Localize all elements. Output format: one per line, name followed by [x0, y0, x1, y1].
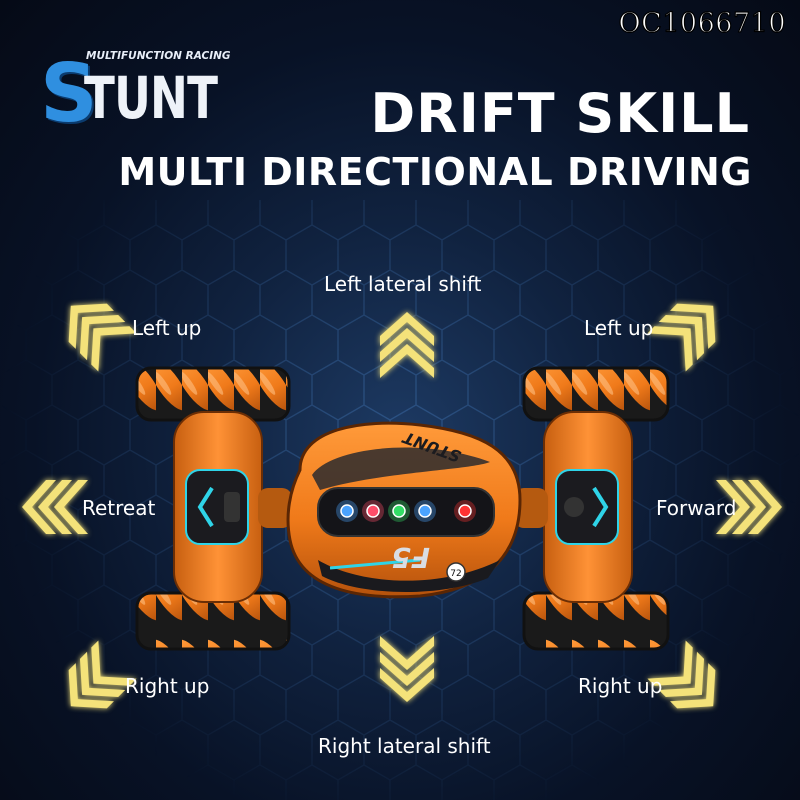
subheadline: MULTI DIRECTIONAL DRIVING — [118, 150, 752, 194]
product-code: OC1066710 — [618, 7, 786, 39]
left-arm — [173, 411, 292, 603]
label-right-up-left: Right up — [125, 674, 210, 698]
label-retreat: Retreat — [82, 496, 156, 520]
label-left-up-left: Left up — [132, 316, 202, 340]
led-light — [340, 504, 354, 518]
label-right-up-right: Right up — [578, 674, 663, 698]
headline: DRIFT SKILL — [370, 82, 750, 145]
led-light — [458, 504, 472, 518]
label-left-lateral-shift: Left lateral shift — [324, 272, 482, 296]
led-light — [366, 504, 380, 518]
logo-subtitle: MULTIFUNCTION RACING — [86, 50, 231, 62]
label-right-lateral-shift: Right lateral shift — [318, 734, 491, 758]
right-arm — [514, 411, 633, 603]
led-lights — [336, 500, 476, 522]
car-model-label: F5 — [391, 541, 430, 574]
car-badge-label: 72 — [450, 569, 461, 579]
mecanum-wheels — [135, 366, 670, 651]
logo-initial: S — [40, 47, 98, 140]
led-light — [392, 504, 406, 518]
led-light — [418, 504, 432, 518]
car-badge — [446, 562, 466, 582]
label-forward: Forward — [656, 496, 737, 520]
stunt-logo: MULTIFUNCTION RACING S TUNT — [40, 47, 231, 140]
label-left-up-right: Left up — [584, 316, 654, 340]
logo-wordmark: TUNT — [84, 64, 218, 132]
